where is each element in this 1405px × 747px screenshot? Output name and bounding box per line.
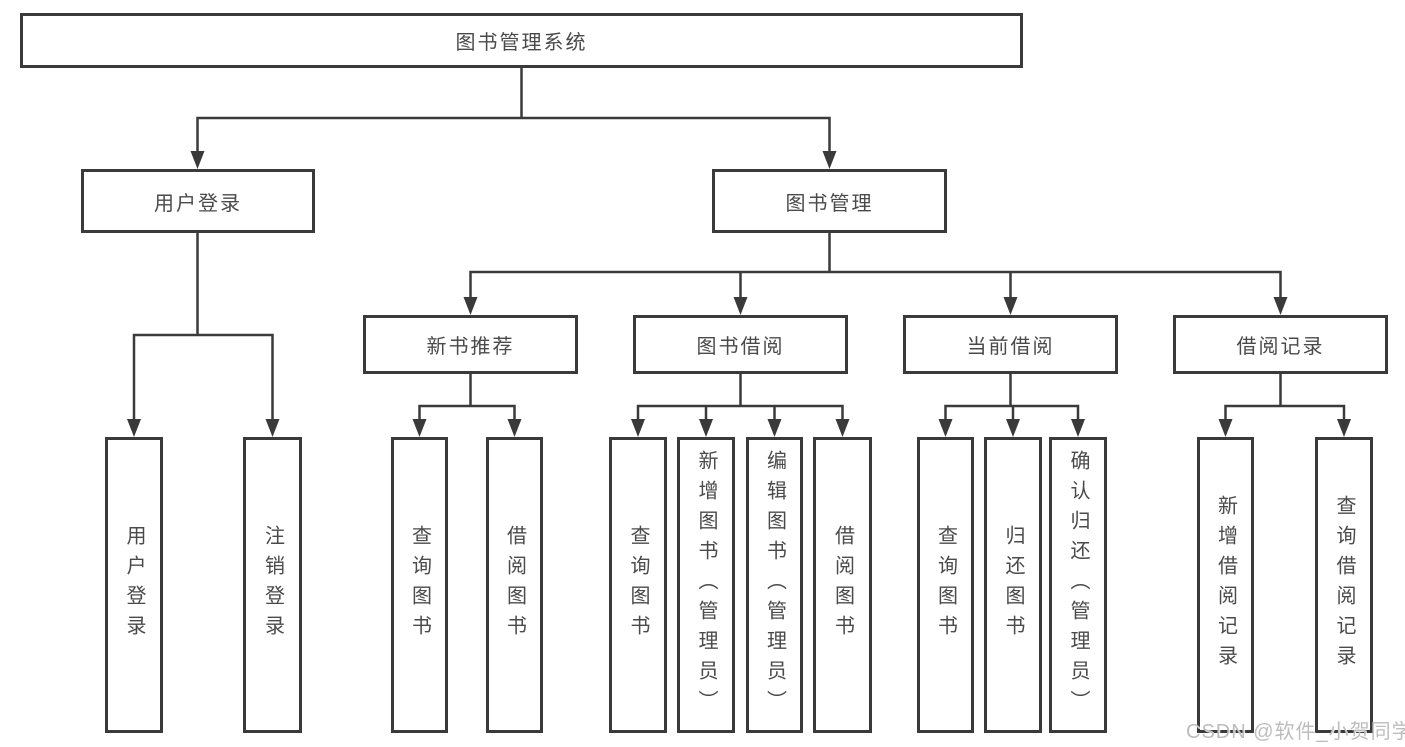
node-leaf-confirm-return-admin: 确认归还（管理员） — [1049, 437, 1107, 733]
node-borrow-records-label: 借阅记录 — [1236, 336, 1325, 358]
node-user-login-branch: 用户登录 — [81, 169, 315, 233]
node-current-borrow-label: 当前借阅 — [966, 336, 1055, 358]
node-leaf-return-book-label: 归还图书 — [1002, 525, 1024, 645]
node-leaf-borrow-book-1: 借阅图书 — [486, 437, 543, 733]
node-leaf-query-borrow-record: 查询借阅记录 — [1315, 437, 1373, 733]
node-leaf-query-book-3-label: 查询图书 — [934, 525, 957, 645]
node-leaf-borrow-book-2: 借阅图书 — [813, 437, 872, 733]
node-leaf-query-book-2-label: 查询图书 — [627, 525, 649, 645]
node-new-book-recommend: 新书推荐 — [363, 315, 578, 374]
node-leaf-add-borrow-record: 新增借阅记录 — [1197, 437, 1254, 733]
node-leaf-query-book-2: 查询图书 — [609, 437, 667, 733]
node-root-system: 图书管理系统 — [20, 13, 1023, 68]
node-leaf-query-borrow-record-label: 查询借阅记录 — [1333, 495, 1355, 675]
node-leaf-return-book: 归还图书 — [984, 437, 1042, 733]
node-user-login-branch-label: 用户登录 — [154, 192, 242, 215]
arrow-down-icons — [127, 151, 1351, 437]
node-borrow-records: 借阅记录 — [1173, 315, 1388, 374]
node-leaf-query-book-1-label: 查询图书 — [408, 525, 431, 645]
node-root-label: 图书管理系统 — [455, 32, 588, 54]
node-leaf-user-login-label: 用户登录 — [123, 525, 145, 645]
connector-lines — [132, 66, 1346, 421]
node-leaf-add-book-admin-label: 新增图书（管理员） — [695, 450, 717, 720]
node-leaf-logout-label: 注销登录 — [261, 525, 284, 645]
node-current-borrow: 当前借阅 — [903, 315, 1118, 374]
node-book-borrow-label: 图书借阅 — [696, 336, 785, 358]
node-book-borrow: 图书借阅 — [633, 315, 848, 374]
node-book-management-branch-label: 图书管理 — [785, 192, 874, 215]
csdn-watermark: CSDN @软件_小贺同学 — [1186, 721, 1405, 743]
node-leaf-query-book-1: 查询图书 — [391, 437, 448, 733]
node-new-book-recommend-label: 新书推荐 — [426, 336, 515, 358]
node-leaf-add-book-admin: 新增图书（管理员） — [677, 437, 735, 733]
node-leaf-edit-book-admin-label: 编辑图书（管理员） — [763, 450, 786, 720]
node-leaf-logout: 注销登录 — [243, 437, 302, 733]
node-book-management-branch: 图书管理 — [712, 169, 947, 233]
node-leaf-borrow-book-2-label: 借阅图书 — [831, 525, 854, 645]
node-leaf-user-login: 用户登录 — [105, 437, 163, 733]
node-leaf-borrow-book-1-label: 借阅图书 — [503, 525, 526, 645]
node-leaf-add-borrow-record-label: 新增借阅记录 — [1214, 495, 1237, 675]
node-leaf-edit-book-admin: 编辑图书（管理员） — [746, 437, 803, 733]
node-leaf-confirm-return-admin-label: 确认归还（管理员） — [1067, 450, 1089, 720]
node-leaf-query-book-3: 查询图书 — [917, 437, 974, 733]
